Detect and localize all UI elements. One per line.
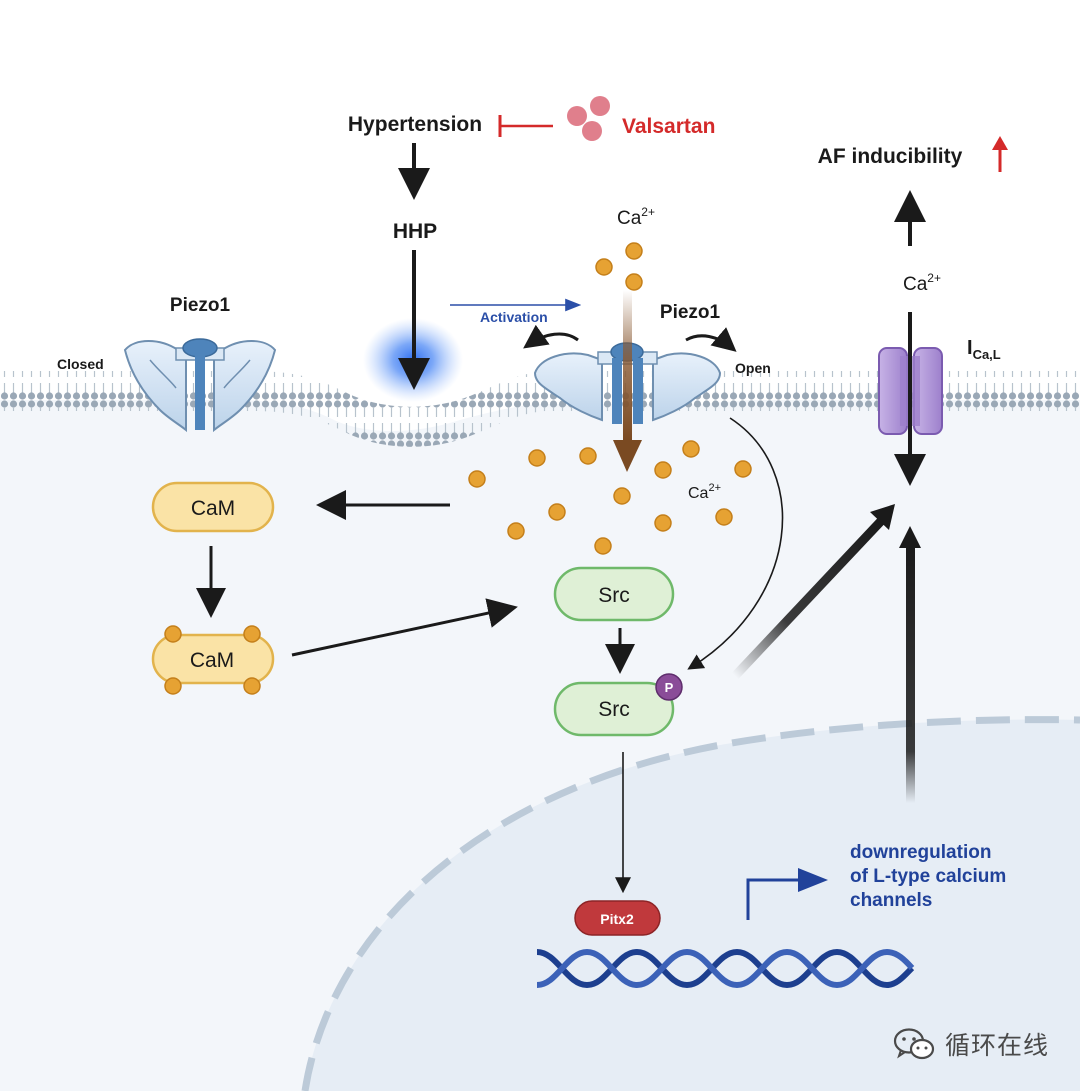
ca-inner-charge: 2+ [708,482,721,494]
open-arrow-left [523,324,579,349]
valsartan-molecules-icon [567,96,610,141]
open-label: Open [735,360,771,376]
nucleus [305,719,1080,1091]
pitx2-node [574,900,661,936]
piezo1-closed-label: Piezo1 [170,295,231,316]
src-phospho-node [553,681,675,737]
cam-bound-node [151,633,275,685]
cam-free-label: CaM [191,497,235,520]
downregulation-label: downregulation of L-type calcium channel… [850,842,1012,911]
src-inactive-label: Src [598,584,630,607]
ca-influx-stream [623,290,632,440]
watermark-text: 循环在线 [945,1031,1050,1060]
ca-inner-symbol: Ca [688,485,709,502]
transcription-arrow [746,868,828,920]
dna-helix-icon [536,948,915,989]
l-type-calcium-channel [878,347,943,435]
phosphate-badge [655,673,683,701]
ca-top-charge: 2+ [641,205,655,219]
ca-right-symbol: Ca [903,274,928,295]
ca-influx-arrowhead [613,440,642,472]
ca-top-symbol: Ca [617,208,642,229]
piezo1-closed-channel [123,338,277,433]
ical-main: I [967,337,973,359]
hypertension-label: Hypertension [348,113,482,136]
cam-free-node [151,481,275,533]
wechat-icon [893,1028,935,1060]
src-inactive-node [553,566,675,622]
activation-label: Activation [480,309,548,325]
ca-right-charge: 2+ [927,271,941,285]
af-inducibility-label: AF inducibility [818,145,963,168]
arrow-piezo-to-src [687,417,784,670]
extracellular-ca-ions [595,242,643,291]
pitx2-label: Pitx2 [600,911,634,927]
open-arrow-right [685,327,737,352]
src-phospho-label: Src [598,698,630,721]
ical-subscript: Ca,L [973,347,1001,362]
arrow-src-to-ltype [731,516,886,680]
intracellular-ca-ions [468,440,752,555]
phosphate-label: P [665,680,674,695]
cam-bound-ca-ions [164,625,261,695]
ical-label: ICa,L [967,337,1001,362]
watermark: 循环在线 [893,1024,1049,1064]
ca-right-label: Ca2+ [903,271,941,295]
piezo1-open-label: Piezo1 [660,302,721,323]
arrow-src-to-ltype-head [870,504,895,530]
increase-arrow-icon [992,136,1008,172]
hhp-label: HHP [393,220,437,243]
arrow-cam-to-src [291,598,518,657]
valsartan-label: Valsartan [622,115,715,138]
downregulation-line1: downregulation [850,842,991,863]
closed-label: Closed [57,356,104,372]
arrow-nucleus-to-ltype-head [899,526,921,548]
ca-inner-label: Ca2+ [688,482,721,502]
downregulation-line3: channels [850,890,932,911]
cam-bound-label: CaM [190,649,234,672]
downregulation-line2: of L-type calcium [850,866,1006,887]
cell-membrane [0,371,1080,447]
arrow-nucleus-to-ltype [906,545,915,803]
ca-top-label: Ca2+ [617,205,655,229]
